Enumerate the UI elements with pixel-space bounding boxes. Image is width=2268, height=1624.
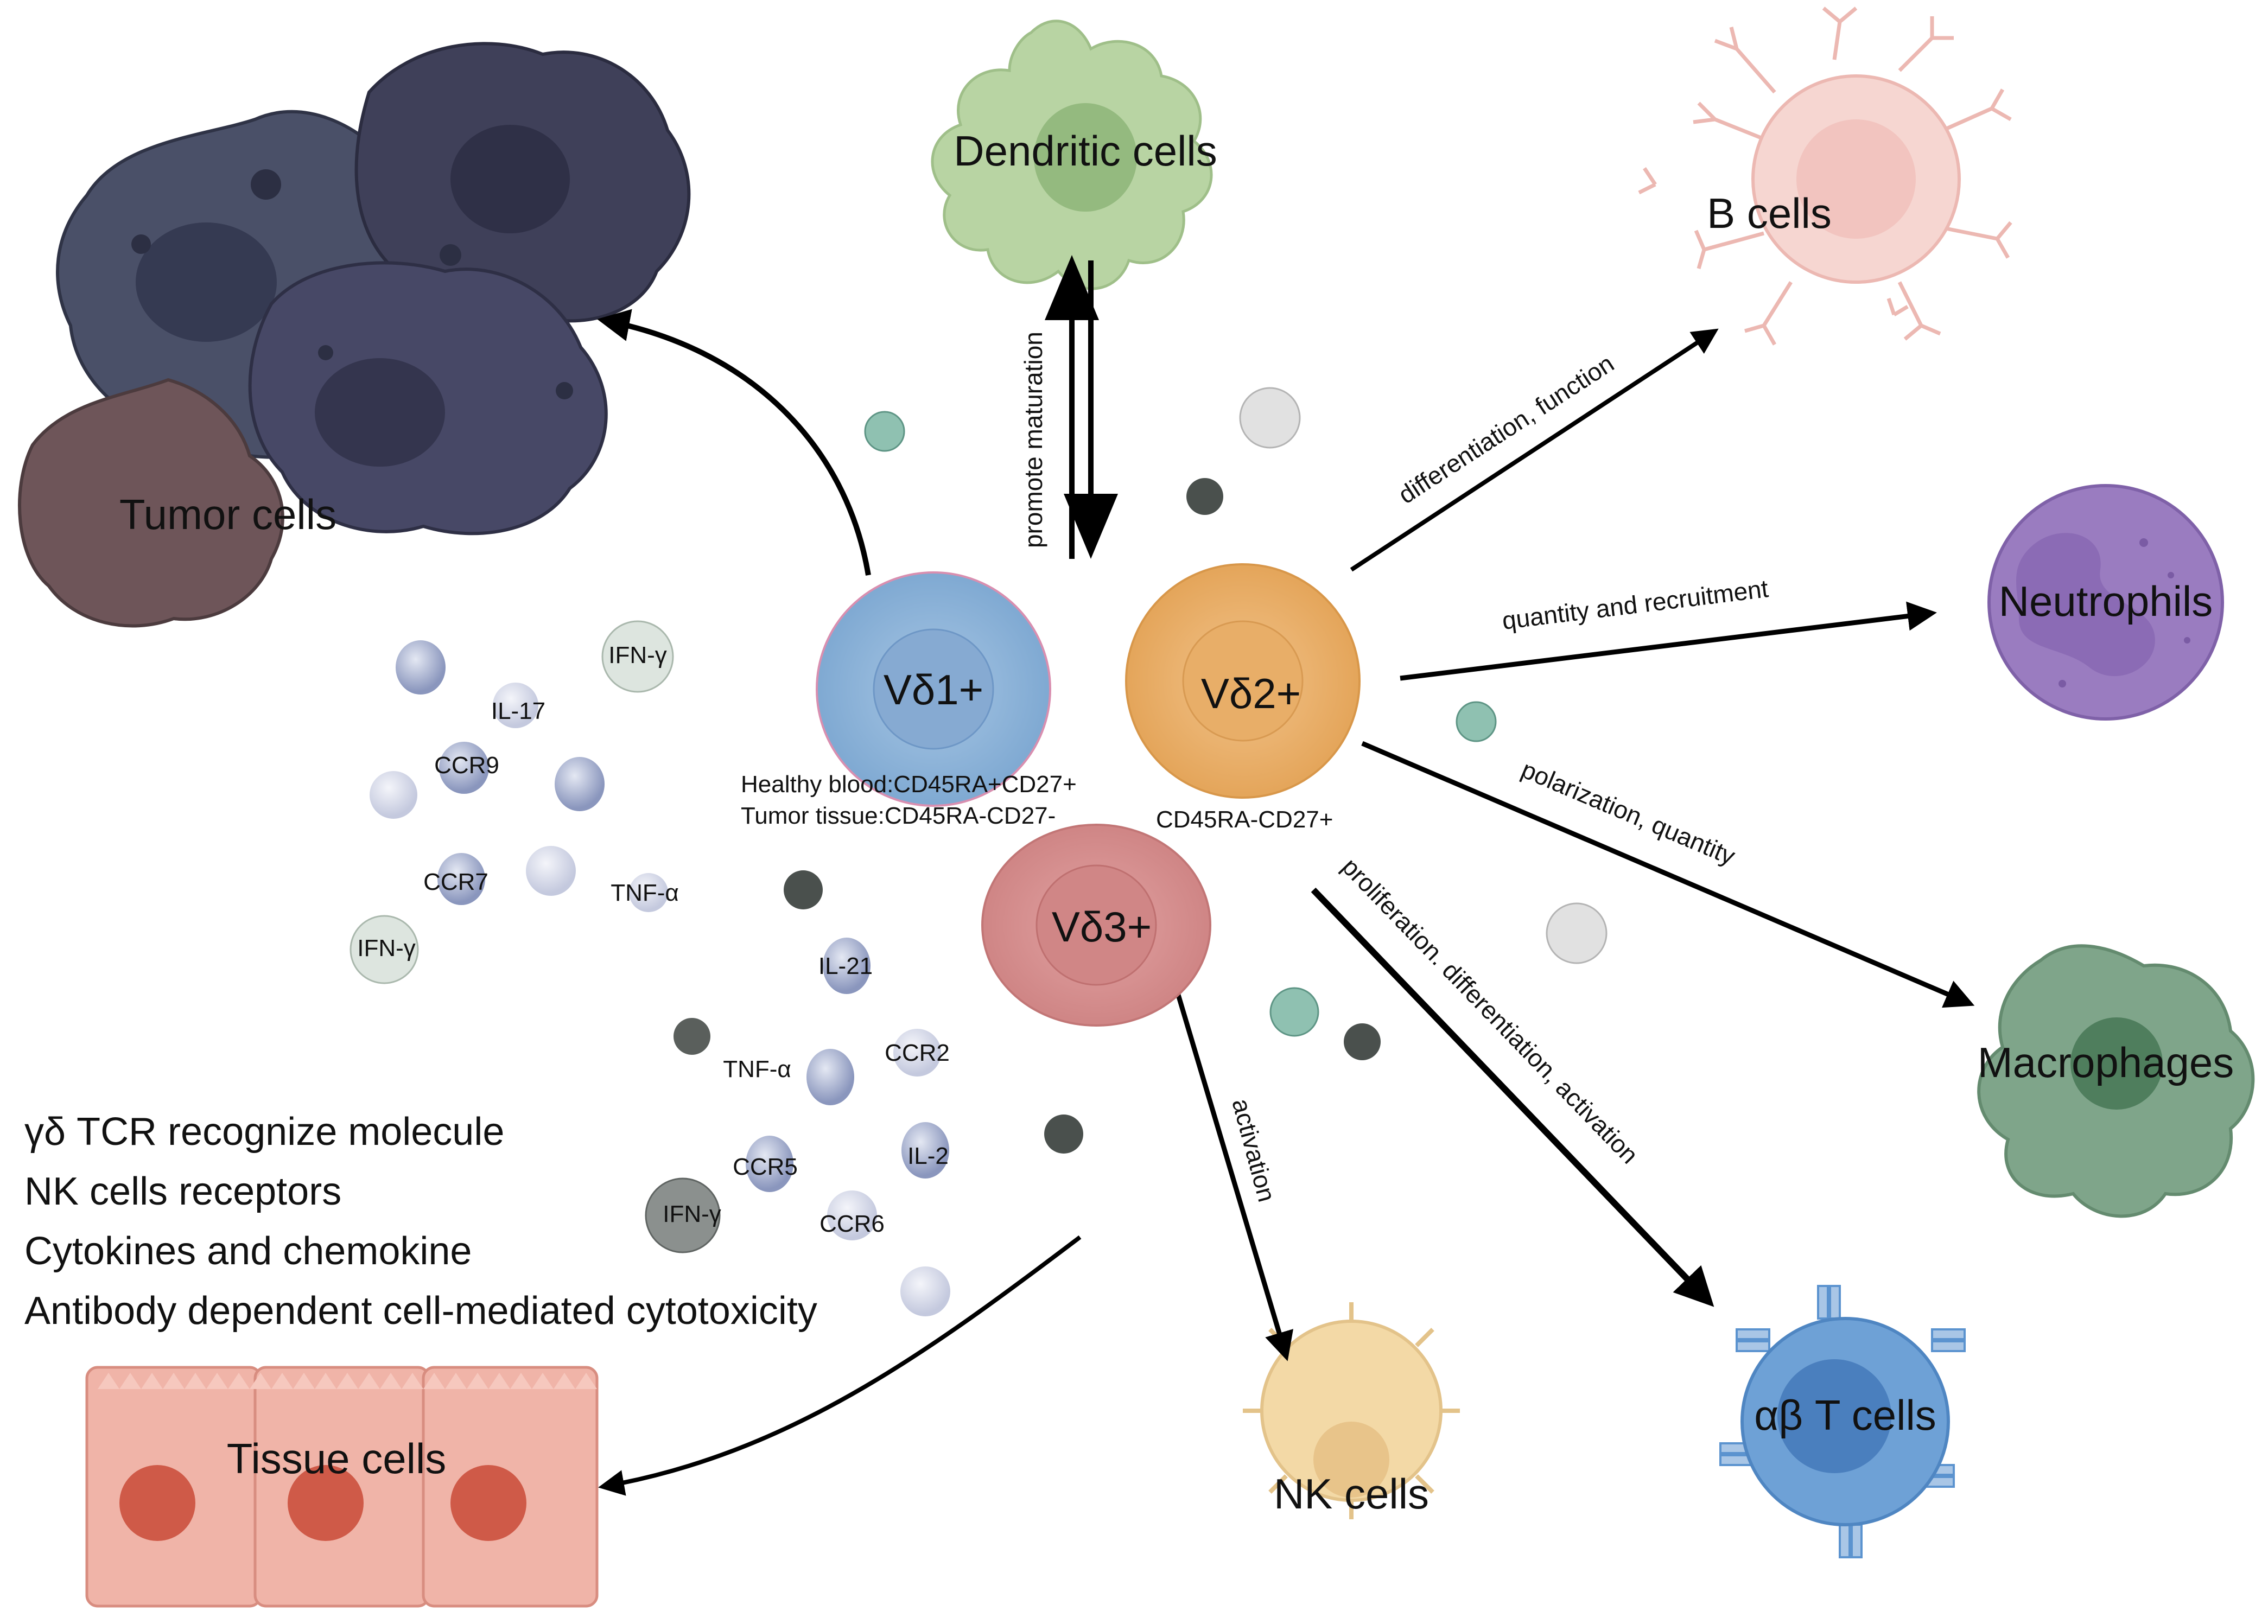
mechanism-1: γδ TCR recognize molecule <box>24 1110 504 1154</box>
arrow-vd3-to-nk <box>1175 992 1294 1361</box>
label-differentiation-function: differentiation, function <box>1393 349 1619 509</box>
molecule-label-13: CCR6 <box>819 1211 885 1237</box>
label-promote-maturation: promote maturation <box>1019 332 1047 548</box>
molecule-label-12: IFN-γ <box>663 1201 721 1227</box>
label-ab-t-cells: αβ T cells <box>1754 1391 1936 1439</box>
label-tissue-cells: Tissue cells <box>227 1435 447 1482</box>
label-vd2: Vδ2+ <box>1201 670 1301 717</box>
label-vd1-phenotype-1: Healthy blood:CD45RA+CD27+ <box>741 771 1077 798</box>
arrow-vd1-to-tumor <box>597 309 871 576</box>
label-proliferation: proliferation. differentiation, activati… <box>1337 852 1644 1169</box>
molecule-label-8: TNF-α <box>723 1056 791 1082</box>
mechanisms-list: γδ TCR recognize molecule NK cells recep… <box>24 1110 817 1333</box>
molecule-label-2: IL-17 <box>491 698 545 724</box>
dendritic-cell-illustration <box>931 20 1213 290</box>
label-vd1: Vδ1+ <box>884 666 983 714</box>
nk-cell-illustration <box>1243 1302 1460 1519</box>
arrow-vd2-to-bcells <box>1350 328 1719 572</box>
mechanism-4: Antibody dependent cell-mediated cytotox… <box>24 1289 817 1333</box>
b-cell-illustration <box>1638 7 2012 346</box>
particles <box>674 387 1608 1154</box>
label-quantity-recruitment: quantity and recruitment <box>1501 574 1770 635</box>
label-b-cells: B cells <box>1707 189 1832 237</box>
molecule-label-1: IFN-γ <box>608 642 667 668</box>
label-nk-cells: NK cells <box>1274 1470 1429 1518</box>
vd1-cell <box>816 571 1051 807</box>
macrophage-illustration <box>1977 944 2255 1218</box>
molecule-label-3: CCR9 <box>434 752 499 779</box>
mechanism-2: NK cells receptors <box>24 1170 341 1213</box>
ab-t-cell-illustration <box>1719 1285 1966 1558</box>
label-neutrophils: Neutrophils <box>1999 577 2213 625</box>
molecule-label-9: CCR2 <box>885 1040 950 1066</box>
molecule-label-7: IL-21 <box>818 953 873 979</box>
arrow-vd2-to-neutrophils <box>1400 601 1937 681</box>
molecule-label-6: IFN-γ <box>357 935 416 961</box>
label-dendritic-cells: Dendritic cells <box>954 127 1217 175</box>
arrow-to-tissue <box>598 1235 1082 1496</box>
molecule-label-11: CCR5 <box>733 1154 798 1180</box>
label-vd1-phenotype-2: Tumor tissue:CD45RA-CD27- <box>741 803 1056 829</box>
arrows <box>597 255 1975 1496</box>
arrow-vd2-to-macrophages <box>1361 741 1975 1008</box>
label-macrophages: Macrophages <box>1978 1039 2234 1086</box>
arrow-to-abt <box>1311 887 1714 1307</box>
label-polarization-quantity: polarization, quantity <box>1517 755 1739 870</box>
molecule-label-5: TNF-α <box>611 880 679 906</box>
tissue-cells-illustration <box>85 1366 599 1608</box>
neutrophil-illustration <box>1987 484 2224 721</box>
label-vd2-phenotype: CD45RA-CD27+ <box>1156 806 1333 833</box>
vd2-cell <box>1125 563 1361 799</box>
tumor-cells-illustration <box>18 42 691 628</box>
label-vd3: Vδ3+ <box>1052 903 1152 951</box>
molecules: IFN-γ IL-17 CCR9 CCR7 TNF-α IFN-γ IL-21 … <box>350 620 950 1316</box>
molecule-label-4: CCR7 <box>423 869 488 895</box>
molecule-label-10: IL-2 <box>907 1143 949 1169</box>
vd3-cell <box>981 824 1211 1027</box>
mechanism-3: Cytokines and chemokine <box>24 1230 472 1273</box>
label-tumor-cells: Tumor cells <box>119 491 336 538</box>
